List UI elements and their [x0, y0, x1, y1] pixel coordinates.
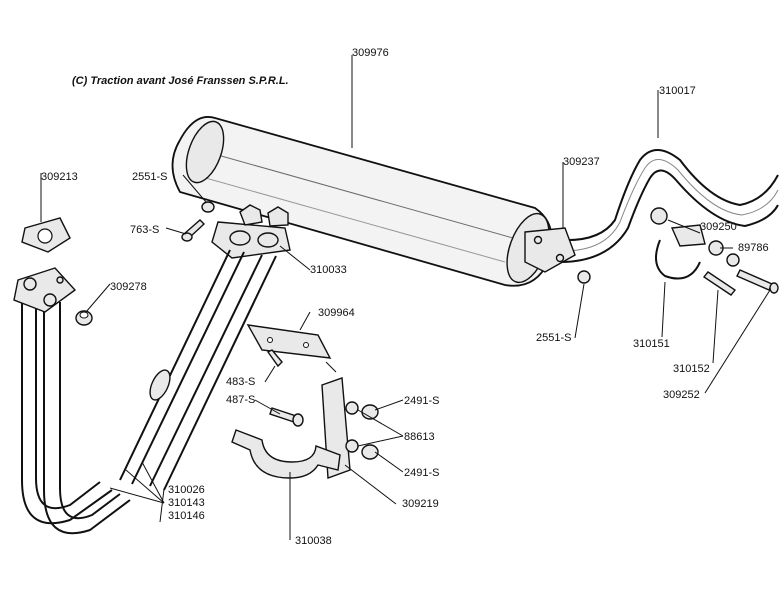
label-silencer: 309976	[352, 47, 389, 59]
label-sleeve: 310152	[673, 363, 710, 375]
label-bolt-left: 763-S	[130, 224, 159, 236]
downpipes	[21, 249, 277, 535]
copyright-notice: (C) Traction avant José Franssen S.P.R.L…	[72, 75, 289, 87]
nuts-washers	[345, 401, 379, 460]
label-front-flange: 310033	[310, 264, 347, 276]
label-spacer: 309278	[110, 281, 147, 293]
front-flange	[211, 204, 291, 259]
strap	[231, 429, 341, 479]
label-clamp-bush: 309250	[700, 221, 737, 233]
label-rubber-pad: 309219	[402, 498, 439, 510]
label-bracket: 309964	[318, 307, 355, 319]
label-clamp-bolt: 309252	[663, 389, 700, 401]
label-nut-2491-top: 2491-S	[404, 395, 439, 407]
label-strap: 310038	[295, 535, 332, 547]
label-pipe-1: 310026	[168, 484, 205, 496]
spacer	[75, 310, 93, 326]
nut-bottom	[577, 270, 591, 284]
leader-lines	[40, 55, 771, 540]
part-labels: 309976 310017 309237 2551-S 763-S 309213…	[41, 47, 769, 547]
label-nut-2491-bottom: 2491-S	[404, 467, 439, 479]
tailpipe	[559, 149, 779, 263]
label-screw-487: 487-S	[226, 394, 255, 406]
tail-flange	[524, 227, 576, 273]
bracket	[246, 324, 337, 373]
label-washer-89786: 89786	[738, 242, 769, 254]
label-tail-flange: 309237	[563, 156, 600, 168]
label-pipe-2: 310143	[168, 497, 205, 509]
silencer	[171, 116, 553, 287]
label-tailpipe: 310017	[659, 85, 696, 97]
gasket	[21, 217, 71, 253]
label-gasket: 309213	[41, 171, 78, 183]
clamp-assembly	[650, 207, 779, 296]
label-nut-bottom: 2551-S	[536, 332, 571, 344]
manifold-flange	[13, 267, 77, 313]
label-clamp: 310151	[633, 338, 670, 350]
label-screw-483: 483-S	[226, 376, 255, 388]
label-nut-top: 2551-S	[132, 171, 167, 183]
label-pipe-3: 310146	[168, 510, 205, 522]
label-washers: 88613	[404, 431, 435, 443]
hardware-left	[181, 201, 215, 242]
